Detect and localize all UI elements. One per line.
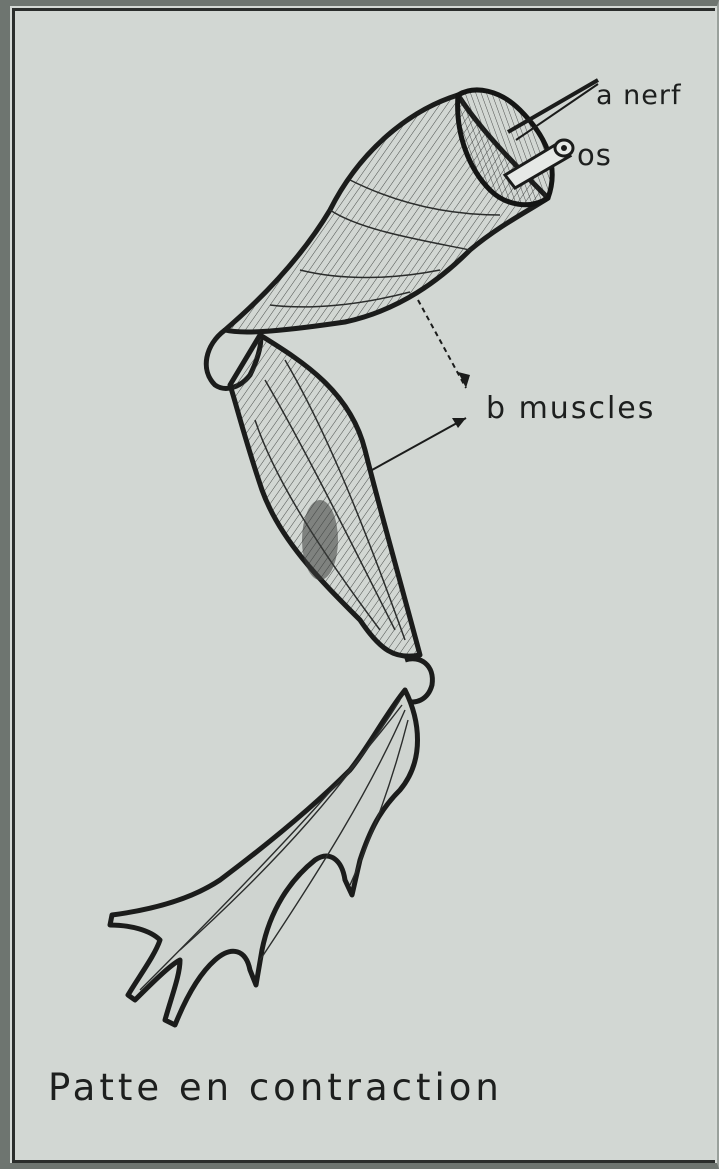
webbed-foot [110,690,418,1025]
muscle-pointer-arrows [372,300,470,470]
label-os: os [577,138,612,172]
label-nerf: a nerf [596,80,681,111]
label-muscles: b muscles [486,391,655,426]
calf-muscle [230,335,420,656]
caption: Patte en contraction [48,1066,503,1109]
